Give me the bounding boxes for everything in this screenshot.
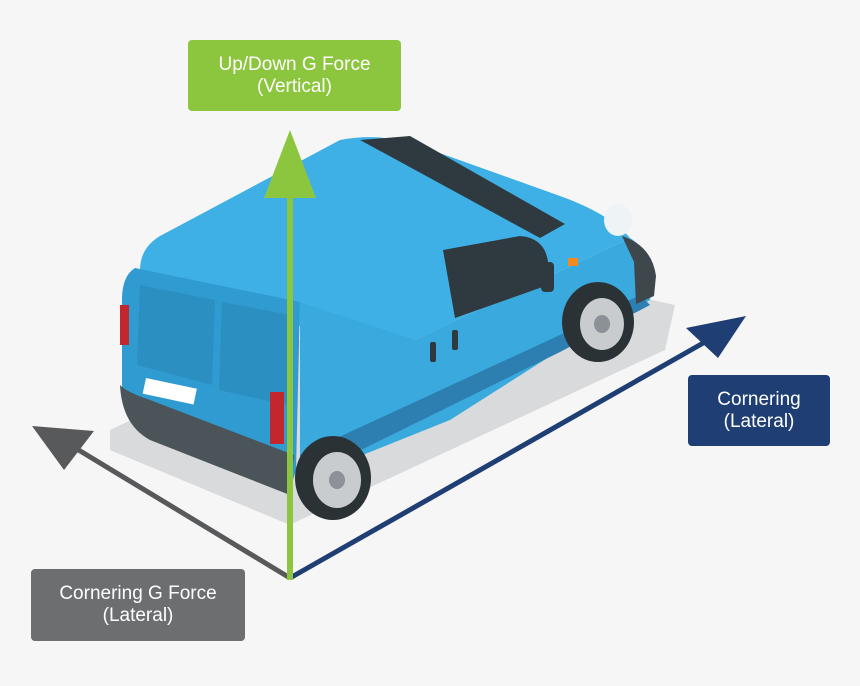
van-icon <box>120 136 656 520</box>
door-window <box>443 236 548 318</box>
van-roof-strip <box>360 136 565 238</box>
rear-wheel <box>295 436 371 520</box>
vertical-arrow-head <box>264 130 316 198</box>
side-trim <box>300 295 650 480</box>
indicator-light <box>568 258 578 266</box>
vertical-force-label-line1: Up/Down G Force <box>218 53 371 75</box>
door-handle <box>430 342 436 362</box>
cornering-left-label: Cornering G Force (Lateral) <box>31 569 245 641</box>
side-mirror <box>541 262 554 292</box>
left-lateral-axis <box>32 426 292 581</box>
cornering-right-label-line1: Cornering <box>717 388 801 410</box>
van-rear-window <box>137 285 215 385</box>
front-bumper <box>622 236 656 304</box>
rear-bumper <box>120 385 294 495</box>
right-lateral-axis <box>288 316 746 581</box>
cornering-right-label-line2: (Lateral) <box>723 410 795 432</box>
cornering-right-label: Cornering (Lateral) <box>688 375 830 446</box>
cornering-left-label-line1: Cornering G Force <box>59 583 217 604</box>
license-plate <box>142 378 197 405</box>
tail-light-left <box>120 305 129 345</box>
cornering-left-label-line2: (Lateral) <box>102 605 174 626</box>
vertical-force-label-line2: (Vertical) <box>257 75 332 97</box>
front-wheel <box>562 282 634 362</box>
vertical-axis <box>264 130 316 580</box>
left-arrow-head <box>32 426 94 470</box>
vertical-force-label: Up/Down G Force (Vertical) <box>188 40 401 111</box>
headlight <box>604 204 632 236</box>
tail-light-right <box>270 392 284 444</box>
right-arrow-head <box>686 316 746 358</box>
